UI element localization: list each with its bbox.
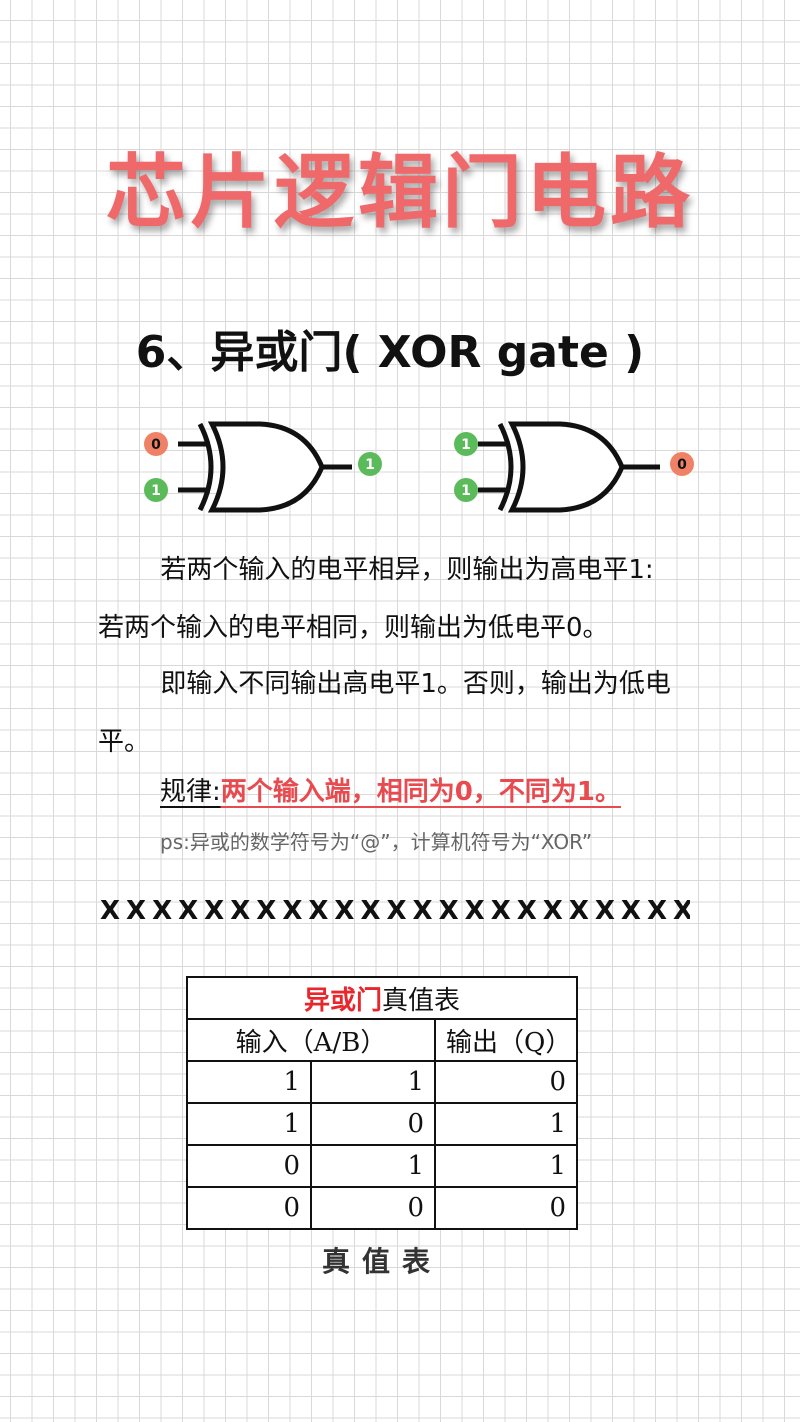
input-a-dot — [454, 432, 478, 456]
table-header-row: 输入（A/B） 输出（Q） — [186, 1018, 578, 1062]
input-b-dot — [144, 478, 168, 502]
table-row: 0 0 0 — [186, 1186, 578, 1230]
input-b-value: 1 — [461, 483, 471, 499]
xor-gate-symbol-icon: 1 1 0 — [454, 421, 694, 513]
xor-gate-diagram-2: 1 1 0 — [440, 412, 800, 522]
cell-a: 1 — [186, 1102, 312, 1146]
cell-b: 0 — [310, 1102, 436, 1146]
cell-b: 0 — [310, 1186, 436, 1230]
section-heading: 6、异或门( XOR gate ) — [135, 327, 645, 378]
table-title-rest: 真值表 — [382, 985, 461, 1016]
table-row: 1 0 1 — [186, 1102, 578, 1146]
cell-a: 0 — [186, 1144, 312, 1188]
input-a-dot — [144, 432, 168, 456]
cell-a: 1 — [186, 1060, 312, 1104]
input-b-value: 1 — [151, 483, 161, 499]
table-title-red: 异或门 — [303, 985, 382, 1016]
input-b-dot — [454, 478, 478, 502]
cell-q: 0 — [434, 1060, 578, 1104]
cell-a: 0 — [186, 1186, 312, 1230]
cell-q: 0 — [434, 1186, 578, 1230]
cell-q: 1 — [434, 1144, 578, 1188]
x-divider: XXXXXXXXXXXXXXXXXXXXXXXXX — [100, 896, 690, 926]
rule-text: 两个输入端，相同为0，不同为1。 — [220, 777, 621, 807]
table-caption: 真值表 — [321, 1245, 442, 1278]
cell-b: 1 — [310, 1060, 436, 1104]
cell-b: 1 — [310, 1144, 436, 1188]
output-value: 1 — [365, 457, 375, 473]
description-paragraph-2: 即输入不同输出高电平1。否则，输出为低电平。 — [98, 669, 671, 757]
description-paragraph-1: 若两个输入的电平相异，则输出为高电平1:若两个输入的电平相同，则输出为低电平0。 — [98, 555, 654, 643]
output-dot — [358, 452, 382, 476]
table-row: 1 1 0 — [186, 1060, 578, 1104]
rule-label: 规律: — [160, 777, 221, 807]
output-value: 0 — [677, 457, 687, 473]
xor-gate-diagram-1: 0 1 1 — [130, 412, 500, 522]
xor-gate-symbol-icon: 0 1 1 — [144, 421, 382, 513]
header-input: 输入（A/B） — [186, 1018, 436, 1062]
truth-table: 异或门真值表 输入（A/B） 输出（Q） 1 1 0 1 0 1 0 1 1 0… — [186, 976, 578, 1230]
ps-note: ps:异或的数学符号为“@”，计算机符号为“XOR” — [160, 830, 593, 854]
table-title-row: 异或门真值表 — [186, 976, 578, 1020]
output-dot — [670, 452, 694, 476]
cell-q: 1 — [434, 1102, 578, 1146]
input-a-value: 0 — [151, 437, 161, 453]
input-a-value: 1 — [461, 437, 471, 453]
table-title: 异或门真值表 — [186, 976, 578, 1020]
rule-line: 规律:两个输入端，相同为0，不同为1。 — [160, 770, 621, 814]
header-output: 输出（Q） — [434, 1018, 578, 1062]
table-row: 0 1 1 — [186, 1144, 578, 1188]
page-title: 芯片逻辑门电路 — [106, 146, 694, 239]
